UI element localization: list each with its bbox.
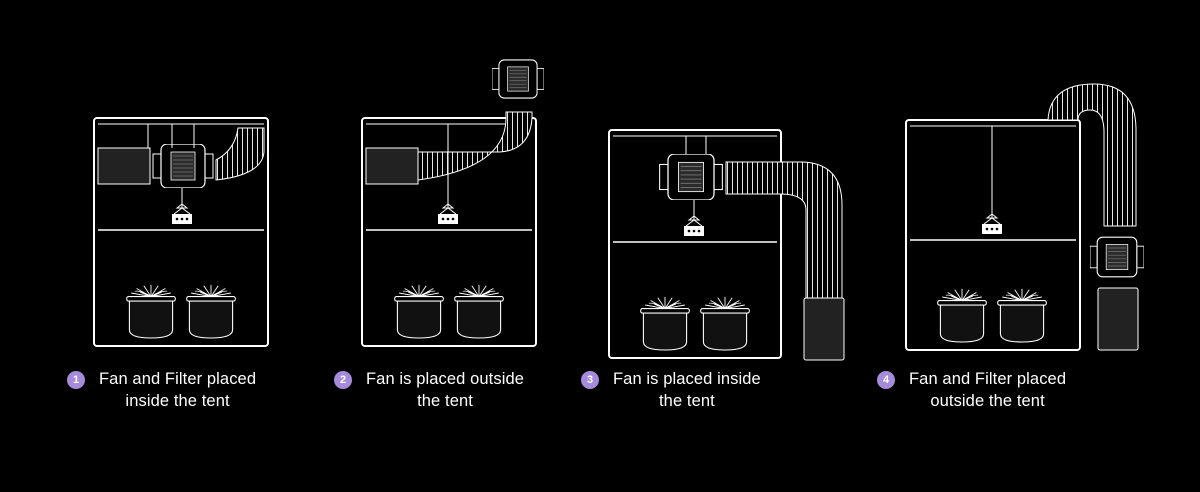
carbon-filter <box>97 147 151 185</box>
inline-fan <box>1090 236 1144 278</box>
grow-light <box>437 200 459 225</box>
step-badge: 3 <box>581 371 599 389</box>
ducting <box>1047 83 1137 227</box>
ducting <box>215 127 265 181</box>
setup-1-diagram <box>93 117 269 347</box>
carbon-filter <box>803 297 845 361</box>
plant-pot <box>126 284 176 339</box>
caption-line: inside the tent <box>125 392 230 410</box>
setup-3-diagram <box>608 129 845 361</box>
caption-line: Fan is placed outside <box>366 370 525 388</box>
caption-line: Fan is placed inside <box>613 370 761 388</box>
setup-4-caption: 4 Fan and Filter placed outside the tent <box>877 368 1066 412</box>
caption-line: outside the tent <box>930 392 1045 410</box>
plant-pot <box>640 296 690 351</box>
grow-light <box>981 210 1003 235</box>
step-badge: 2 <box>334 371 352 389</box>
plant-pot <box>937 288 987 343</box>
ducting <box>417 111 533 181</box>
caption-line: Fan and Filter placed <box>909 370 1067 388</box>
inline-fan <box>152 144 214 188</box>
plant-pot <box>394 284 444 339</box>
setup-2-caption: 2 Fan is placed outside the tent <box>334 368 524 412</box>
setup-1-caption: 1 Fan and Filter placed inside the tent <box>67 368 256 412</box>
plant-pot <box>700 296 750 351</box>
plant-pot <box>997 288 1047 343</box>
caption-line: the tent <box>417 392 473 410</box>
setup-3-caption: 3 Fan is placed inside the tent <box>581 368 761 412</box>
grow-light <box>683 212 705 237</box>
grow-light <box>171 200 193 225</box>
inline-fan <box>492 58 544 100</box>
carbon-filter <box>365 147 419 185</box>
plant-pot <box>454 284 504 339</box>
inline-fan <box>658 154 724 200</box>
setup-4-diagram <box>905 83 1144 351</box>
step-badge: 4 <box>877 371 895 389</box>
caption-line: the tent <box>659 392 715 410</box>
caption-line: Fan and Filter placed <box>99 370 257 388</box>
ducting <box>725 161 843 301</box>
step-badge: 1 <box>67 371 85 389</box>
plant-pot <box>186 284 236 339</box>
carbon-filter <box>1097 287 1139 351</box>
setup-2-diagram <box>361 58 544 347</box>
